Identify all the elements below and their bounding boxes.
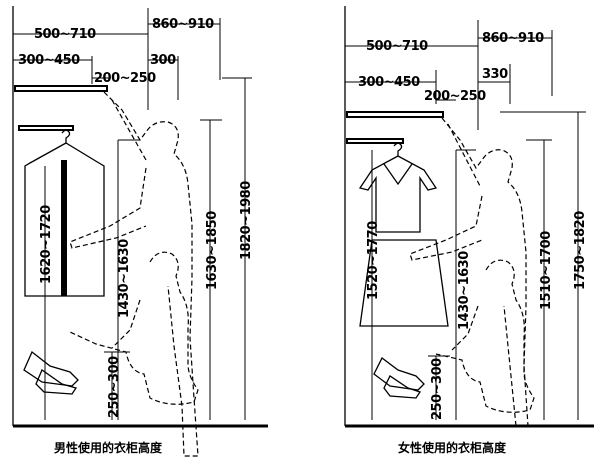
male-hanging-rail: [18, 125, 74, 131]
female-dim-body-far: 860~910: [482, 31, 544, 46]
male-top-shelf: [14, 85, 108, 92]
male-vertical-dims: [44, 77, 252, 420]
male-dim-hand-off: 300: [150, 53, 176, 68]
male-dim-rail-h: 1430~1630: [117, 239, 132, 318]
female-caption: 女性使用的衣柜高度: [398, 440, 507, 455]
female-dim-rail-off: 200~250: [424, 89, 486, 104]
female-shoes-icon: [373, 357, 425, 399]
male-dim-reach-h: 1820~1980: [239, 181, 254, 260]
female-dim-rail-h: 1430~1630: [457, 251, 472, 330]
female-hanging-rail: [346, 138, 404, 144]
male-panel: 500~710 860~910 300~450 300 200~250 1620…: [12, 6, 268, 457]
male-garment-icon: [24, 129, 105, 297]
male-top-dims: 500~710 860~910 300~450 300 200~250: [13, 8, 221, 110]
female-dim-shelf-h: 1510~1700: [539, 231, 554, 310]
male-dim-low-h: 250~300: [107, 356, 122, 418]
female-dim-shelf-depth: 300~450: [358, 75, 420, 90]
male-dim-reach-wide: 500~710: [34, 27, 96, 42]
female-dim-reach-wide: 500~710: [366, 39, 428, 54]
female-dim-low-h: 250~300: [430, 358, 445, 420]
male-dim-body-far: 860~910: [152, 17, 214, 32]
female-dim-hand-off: 330: [482, 67, 508, 82]
female-panel: 500~710 860~910 300~450 330 200~250 1520…: [344, 6, 594, 455]
male-standing-figure: [69, 91, 199, 457]
female-standing-figure: [409, 117, 529, 427]
female-top-shelf: [346, 111, 444, 118]
female-vertical-dims: [371, 111, 586, 420]
male-caption: 男性使用的衣柜高度: [54, 440, 163, 455]
male-squatting-figure: [69, 251, 199, 405]
female-dim-garment-len: 1520~1770: [366, 221, 381, 300]
male-dim-shelf-h: 1630~1850: [205, 211, 220, 290]
female-dim-reach-h: 1750~1820: [573, 211, 588, 290]
male-dim-garment-len: 1620~1720: [39, 205, 54, 284]
female-garment-icon: [358, 142, 449, 327]
male-dim-rail-off: 200~250: [94, 71, 156, 86]
male-shoes-icon: [23, 350, 79, 395]
female-squatting-figure: [435, 259, 535, 413]
female-top-dims: 500~710 860~910 300~450 330 200~250: [345, 20, 553, 130]
male-dim-shelf-depth: 300~450: [18, 53, 80, 68]
